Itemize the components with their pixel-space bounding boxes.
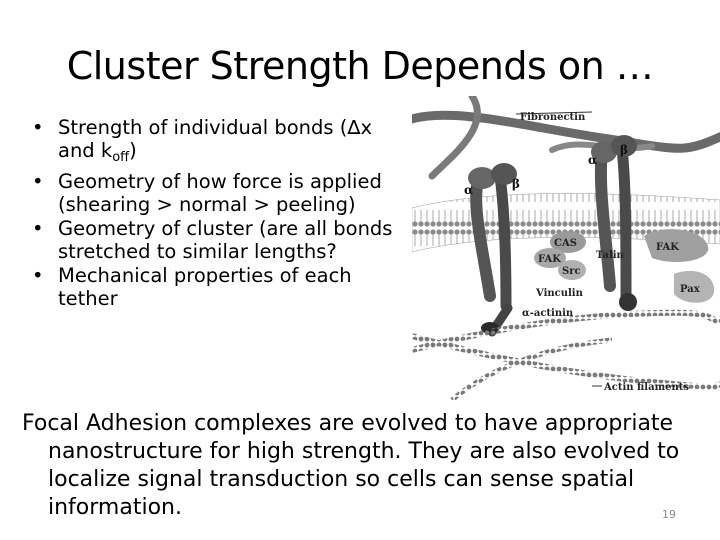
fibronectin-strand bbox=[428, 96, 481, 180]
talin-label: Talin bbox=[596, 250, 625, 261]
bullet-dot: • bbox=[32, 264, 44, 287]
bullet-dot: • bbox=[32, 170, 44, 193]
koff-subscript: off bbox=[112, 150, 130, 165]
bullet-item: • Geometry of cluster (are all bonds str… bbox=[30, 217, 402, 263]
bullet-text: Mechanical properties of each tether bbox=[58, 264, 352, 310]
bullet-text: Geometry of how force is applied (sheari… bbox=[58, 170, 382, 216]
src-protein bbox=[558, 260, 586, 280]
integrin-beta-label: β bbox=[620, 143, 628, 157]
fak-protein bbox=[534, 248, 566, 268]
cas-label: CAS bbox=[554, 238, 577, 249]
fibronectin-label: Fibronectin bbox=[520, 112, 586, 123]
page-number: 19 bbox=[662, 508, 676, 521]
bullet-item: • Geometry of how force is applied (shea… bbox=[30, 170, 402, 216]
pax-label: Pax bbox=[680, 284, 701, 295]
integrin-left: α β bbox=[464, 163, 520, 312]
delta-symbol: ∆ bbox=[347, 116, 361, 139]
cas-protein bbox=[550, 231, 586, 253]
fak-protein bbox=[644, 229, 709, 262]
slide-title: Cluster Strength Depends on … bbox=[66, 44, 654, 88]
bullet-text-post: ) bbox=[129, 139, 137, 162]
fak-label: FAK bbox=[656, 242, 679, 253]
fak-label: FAK bbox=[538, 254, 561, 265]
focal-adhesion-diagram: Fibronectin α β α β CAS FAK Src Talin bbox=[412, 96, 720, 400]
bullet-item: • Strength of individual bonds (∆x and k… bbox=[30, 116, 402, 169]
actin-filament bbox=[450, 337, 613, 400]
actinin-label: α-actinin bbox=[522, 308, 574, 319]
integrin-alpha-label: α bbox=[588, 153, 597, 167]
actin-filament bbox=[412, 333, 720, 390]
bullet-text-pre: Strength of individual bonds ( bbox=[58, 116, 348, 139]
actin-label: Actin filaments bbox=[603, 382, 689, 393]
bullet-dot: • bbox=[32, 217, 44, 240]
integrin-alpha-label: α bbox=[464, 183, 473, 197]
fibronectin-leader bbox=[515, 111, 593, 115]
integrin-beta-label: β bbox=[512, 177, 520, 191]
fibronectin-strand bbox=[412, 110, 720, 153]
vinculin-protein bbox=[619, 293, 637, 311]
bullet-text: Geometry of cluster (are all bonds stret… bbox=[58, 217, 393, 263]
integrin-right: α β bbox=[588, 135, 637, 302]
src-label: Src bbox=[562, 266, 581, 277]
bullet-item: • Mechanical properties of each tether bbox=[30, 264, 402, 310]
bullet-text-mid: x and k bbox=[58, 116, 372, 162]
pax-protein bbox=[674, 270, 715, 303]
body-paragraph: Focal Adhesion complexes are evolved to … bbox=[22, 411, 680, 520]
bullet-list: • Strength of individual bonds (∆x and k… bbox=[30, 116, 402, 311]
actin-filament bbox=[412, 309, 720, 353]
bullet-dot: • bbox=[32, 116, 44, 139]
vinculin-label: Vinculin bbox=[535, 288, 584, 299]
